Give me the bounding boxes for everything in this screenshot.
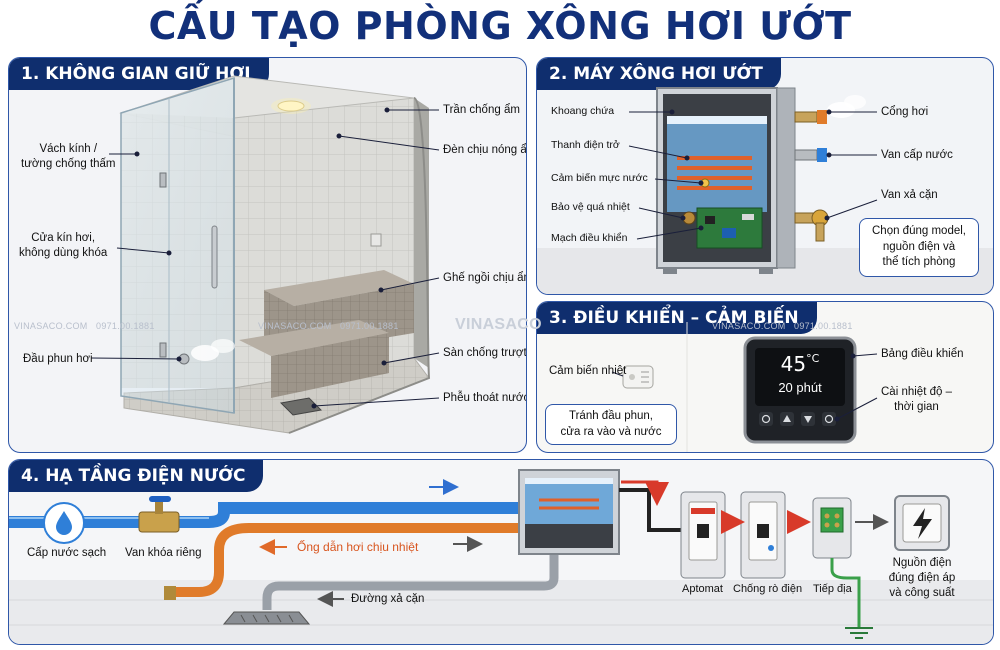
steam-room-illustration [90, 75, 440, 434]
water-drop-icon [43, 502, 85, 544]
label-tank: Khoang chứa [551, 105, 615, 117]
ceiling-lamp-icon [271, 98, 311, 114]
label-heater: Thanh điện trở [551, 139, 620, 151]
watermark: VINASACO.COM 0971.00.1881 [258, 321, 399, 331]
callout-model-choice: Chọn đúng model, nguồn điện và thể tích … [859, 218, 979, 277]
display-temperature: 45°C [780, 352, 820, 376]
label-temp-sensor: Cảm biến nhiệt [549, 365, 627, 377]
watermark: VINASACO.COM 0971.00.1881 [712, 321, 853, 331]
label-ground: Tiếp địa [813, 583, 852, 595]
ground-symbol-icon [845, 627, 873, 639]
label-drain: Phễu thoát nước [443, 392, 527, 404]
steam-cloud-icon [827, 95, 866, 118]
label-control-board: Mạch điều khiển [551, 232, 628, 244]
display-time: 20 phút [778, 380, 822, 395]
lightning-icon [913, 508, 932, 539]
watermark-logo: VINASACO [455, 316, 542, 333]
infrastructure-illustration [9, 469, 993, 644]
label-rcd: Chống rò điện [733, 583, 803, 595]
watermark: VINASACO.COM 0971.00.1881 [14, 321, 155, 331]
panel-heading: 2. MÁY XÔNG HƠI ƯỚT [537, 58, 781, 90]
label-power-source: Nguồn điện đúng điện áp và công suất [888, 557, 956, 599]
panel-steam-generator: 2. MÁY XÔNG HƠI ƯỚT [536, 57, 994, 295]
label-overheat: Bảo vệ quá nhiệt [551, 201, 630, 213]
callout-sensor-placement: Tránh đầu phun, cửa ra vào và nước [545, 404, 677, 446]
label-breaker: Aptomat [682, 583, 723, 595]
panel-steam-space: 1. KHÔNG GIAN GIỮ HƠI [8, 57, 527, 453]
panel-infrastructure: 4. HẠ TẦNG ĐIỆN NƯỚC [8, 459, 994, 645]
label-glass-wall: Vách kính / tường chống thấm [21, 143, 116, 170]
label-drain-valve: Van xả cặn [881, 189, 938, 201]
label-level-sensor: Cảm biến mực nước [551, 172, 648, 184]
label-nozzle: Đầu phun hơi [23, 353, 93, 365]
label-lamp: Đèn chịu nóng ẩm [443, 144, 527, 156]
temperature-sensor-icon [622, 365, 654, 389]
label-ceiling: Trần chống ẩm [443, 104, 520, 116]
label-bench: Ghế ngồi chịu ẩm [443, 272, 527, 284]
label-door: Cửa kín hơi, không dùng khóa [19, 232, 108, 259]
label-steam-out: Cổng hơi [881, 106, 929, 118]
page-title: CẤU TẠO PHÒNG XÔNG HƠI ƯỚT [148, 4, 852, 48]
label-valve: Van khóa riêng [125, 547, 202, 559]
label-drain-line: Đường xả cặn [351, 593, 425, 605]
panel-heading: 3. ĐIỀU KHIỂN – CẢM BIẾN [537, 302, 817, 334]
label-control-panel: Bảng điều khiển [881, 348, 964, 360]
label-steam-pipe: Ống dẫn hơi chịu nhiệt [297, 540, 419, 554]
control-illustration [611, 322, 878, 452]
panel-control-sensor: 3. ĐIỀU KHIỂN – CẢM BIẾN Cả [536, 301, 994, 453]
panel-heading: 1. KHÔNG GIAN GIỮ HƠI [9, 58, 269, 90]
label-set-temp-time: Cài nhiệt độ – thời gian [881, 386, 952, 413]
label-floor: Sàn chống trượt [443, 347, 527, 359]
label-clean-water: Cấp nước sạch [27, 547, 107, 559]
label-water-in: Van cấp nước [881, 149, 953, 161]
steam-cloud-icon [178, 339, 235, 365]
panel-heading: 4. HẠ TẦNG ĐIỆN NƯỚC [9, 460, 264, 492]
